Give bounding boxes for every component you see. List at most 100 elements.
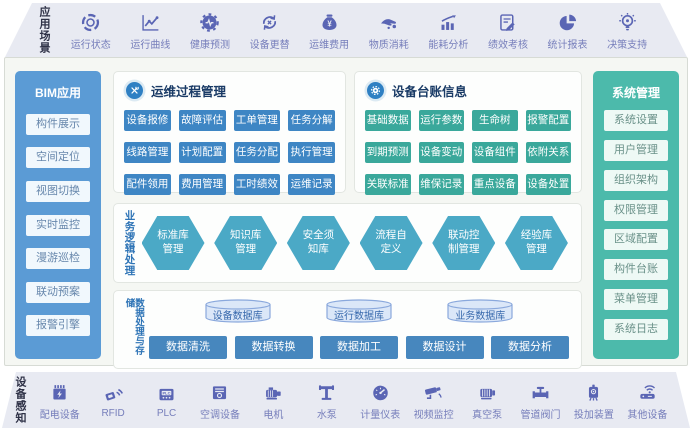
scenario-item: 运行曲线 (121, 12, 181, 51)
system-function-block: 构件台账 (604, 259, 668, 281)
logic-hexagon-row: 标准库管理知识库管理安全须知库 流程自定义 联动控制管理 经验库管理 (139, 216, 572, 270)
maintenance-function-block: 运维记录 (288, 174, 335, 195)
logic-hexagon-label: 标准库管理 (157, 229, 189, 255)
maintenance-function-block: 故障评估 (178, 110, 226, 131)
health-gear-icon (199, 12, 220, 33)
device-item: 管道阀门 (514, 382, 567, 421)
maintenance-function-block: 设备报修 (124, 110, 171, 131)
bim-function-block: 视图切换 (26, 180, 90, 202)
device-item-label: 配电设备 (39, 409, 80, 421)
ledger-function-block: 重点设备 (472, 174, 518, 195)
maintenance-tools-icon (126, 82, 143, 99)
system-function-block: 区域配置 (604, 229, 668, 251)
logic-hexagon: 流程自定义 (359, 216, 423, 270)
scenario-items: 运行状态运行曲线健康预测设备更替¥运维费用物质消耗能耗分析绩效考核统计报表决策支… (49, 2, 687, 58)
maintenance-function-block: 配件领用 (124, 174, 171, 195)
device-item-label: PLC (156, 407, 177, 419)
system-function-block: 用户管理 (604, 139, 668, 161)
pipe-valve-icon (530, 382, 551, 403)
bim-panel-title: BIM应用 (35, 86, 81, 100)
review-doc-icon (497, 12, 518, 33)
maintenance-function-grid: 设备报修故障评估工单管理任务分解线路管理计划配置任务分配执行管理配件领用费用管理… (114, 104, 345, 205)
ledger-function-block: 报警配置 (525, 110, 571, 131)
device-item: 投加装置 (567, 382, 620, 421)
maintenance-function-block: 计划配置 (178, 142, 226, 163)
money-bag-icon: ¥ (319, 12, 340, 33)
band-title-application-scenarios: 应用场景 (38, 6, 50, 54)
logic-hexagon: 标准库管理 (141, 216, 205, 270)
logic-hexagon-label: 流程自定义 (375, 229, 407, 255)
dosing-device-icon (583, 382, 604, 403)
bim-function-block: 空间定位 (26, 147, 90, 169)
gauge-icon (370, 382, 391, 403)
business-logic-panel: 业务逻辑处理 标准库管理知识库管理安全须知库 流程自定义 联动控制管理 经验库管理 (113, 203, 582, 283)
ledger-function-grid: 基础数据运行参数生命树报警配置到期预测设备变动设备组件依附关系关联标准维保记录重… (355, 104, 581, 205)
maintenance-process-panel: 运维过程管理 设备报修故障评估工单管理任务分解线路管理计划配置任务分配执行管理配… (113, 71, 346, 195)
device-item-label: 计量仪表 (360, 409, 401, 421)
scenario-item: 运行状态 (61, 12, 121, 51)
device-item-label: 其他设备 (627, 409, 668, 421)
device-item: 电机 (247, 382, 300, 421)
device-item: 真空泵 (460, 382, 513, 421)
ledger-function-block: 设备变动 (418, 142, 464, 163)
ledger-function-block: 维保记录 (418, 174, 464, 195)
database-label: 运行数据库 (333, 311, 384, 322)
replace-arrows-icon (259, 12, 280, 33)
bim-function-list: 构件展示空间定位视图切换实时监控漫游巡检联动预案报警引擎 (15, 101, 101, 349)
ledger-panel-title: 设备台账信息 (392, 85, 468, 99)
device-item-label: 管道阀门 (520, 409, 561, 421)
data-processing-label: 数据处理与存储 (123, 298, 145, 355)
hvac-icon (209, 382, 230, 403)
curve-chart-icon (140, 12, 161, 33)
scenario-item: 物质消耗 (359, 12, 419, 51)
database-cylinder: 运行数据库 (323, 298, 395, 324)
svg-text:¥: ¥ (327, 19, 332, 28)
other-device-icon (637, 382, 658, 403)
system-function-block: 菜单管理 (604, 289, 668, 311)
maintenance-function-block: 费用管理 (178, 174, 226, 195)
rfid-icon (103, 384, 124, 405)
pie-report-icon (557, 12, 578, 33)
maintenance-function-block: 线路管理 (124, 142, 171, 163)
ledger-function-block: 设备处置 (525, 174, 571, 195)
database-cylinder: 业务数据库 (444, 298, 516, 324)
data-processing-content: 设备数据库运行数据库业务数据库 数据清洗数据转换数据加工数据设计数据分析 (149, 298, 569, 359)
device-item-label: RFID (101, 407, 125, 419)
ledger-function-block: 设备组件 (472, 142, 518, 163)
device-item-label: 电机 (263, 409, 284, 421)
business-logic-label: 业务逻辑处理 (123, 210, 136, 276)
device-item-label: 空调设备 (199, 409, 240, 421)
scenario-item-label: 设备更替 (249, 39, 290, 51)
data-function-block: 数据设计 (405, 336, 484, 359)
motor-icon (263, 382, 284, 403)
system-function-block: 组织架构 (604, 169, 668, 191)
device-item-label: 水泵 (316, 409, 337, 421)
device-item-label: 真空泵 (472, 409, 503, 421)
device-item: 水泵 (300, 382, 353, 421)
maintenance-panel-title: 运维过程管理 (151, 85, 227, 99)
maintenance-function-block: 工单管理 (233, 110, 281, 131)
main-content: BIM应用 构件展示空间定位视图切换实时监控漫游巡检联动预案报警引擎 运维过程管… (4, 57, 688, 369)
bim-application-panel: BIM应用 构件展示空间定位视图切换实时监控漫游巡检联动预案报警引擎 (15, 71, 101, 359)
maintenance-function-block: 任务分解 (288, 110, 335, 131)
scenario-item-label: 能耗分析 (428, 39, 469, 51)
energy-chart-icon (438, 12, 459, 33)
ledger-function-block: 生命树 (472, 110, 518, 131)
ledger-panel-header: 设备台账信息 (355, 72, 581, 104)
ledger-function-block: 到期预测 (365, 142, 411, 163)
database-label: 业务数据库 (455, 311, 506, 322)
system-function-block: 权限管理 (604, 199, 668, 221)
cctv-icon (423, 382, 444, 403)
device-item: 视频监控 (407, 382, 460, 421)
power-device-icon (49, 382, 70, 403)
logic-hexagon-label: 联动控制管理 (448, 229, 480, 255)
database-cylinder: 设备数据库 (202, 298, 274, 324)
scenario-item-label: 物质消耗 (368, 39, 409, 51)
ledger-function-block: 运行参数 (418, 110, 464, 131)
logic-hexagon-label: 安全须知库 (302, 229, 335, 255)
scenario-item: 设备更替 (240, 12, 300, 51)
logic-hexagon: 知识库管理 (214, 216, 278, 270)
scenario-item-label: 健康预测 (189, 39, 230, 51)
logic-hexagon-label: 经验库管理 (520, 229, 553, 255)
